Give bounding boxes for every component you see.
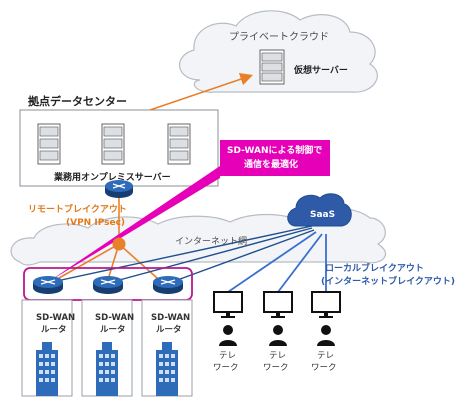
internet-label: インターネット網 <box>175 237 248 247</box>
orange-hub-point <box>112 237 126 251</box>
datacenter-label: 拠点データセンター <box>28 95 127 108</box>
virtual-server-icon <box>259 49 285 85</box>
saas-to-router-3 <box>171 229 315 283</box>
remote-breakout-label: リモートブレイクアウト <box>28 205 127 215</box>
saas-label: SaaS <box>310 210 336 220</box>
router-label-3-line1: SD-WAN <box>151 313 191 323</box>
saas-to-telework-2 <box>277 233 323 293</box>
router-icon <box>105 180 133 198</box>
private-cloud-label: プライベートクラウド <box>229 32 329 43</box>
server-rack-icon <box>37 123 61 165</box>
local-breakout-sublabel: (インターネットブレイクアウト) <box>321 277 456 287</box>
router-label-1-line2: ルータ <box>41 325 67 335</box>
saas-to-router-1 <box>51 225 313 283</box>
server-rack-icon <box>101 123 125 165</box>
saas-to-telework-1 <box>227 231 317 293</box>
telework-label-1-line1: テレ <box>219 351 237 361</box>
telework-label-1-line2: ワーク <box>213 363 239 373</box>
person-icon <box>317 325 335 346</box>
monitor-icon <box>263 291 293 318</box>
local-breakout-label: ローカルブレイクアウト <box>325 264 424 274</box>
business-server-label: 業務用オンプレミスサーバー <box>54 173 171 183</box>
monitor-icon <box>311 291 341 318</box>
sdwan-callout-text-2: 通信を最適化 <box>244 160 299 170</box>
sdwan-callout <box>220 140 330 176</box>
person-icon <box>219 325 237 346</box>
telework-label-2-line1: テレ <box>269 351 287 361</box>
router-icon <box>33 276 63 294</box>
telework-label-2-line2: ワーク <box>263 363 289 373</box>
router-label-1-line1: SD-WAN <box>36 313 76 323</box>
person-icon <box>269 325 287 346</box>
saas-to-router-2 <box>111 227 313 283</box>
saas-cloud-shape <box>287 193 352 227</box>
router-icon <box>153 276 183 294</box>
router-label-2-line2: ルータ <box>100 325 126 335</box>
dc-to-cloud-arrow <box>149 73 254 111</box>
router-label-3-line2: ルータ <box>156 325 182 335</box>
router-icon <box>93 276 123 294</box>
sdwan-callout-text-1: SD-WANによる制御で <box>227 146 323 156</box>
monitor-icon <box>213 291 243 318</box>
office-building-icon <box>156 342 178 396</box>
office-building-icon <box>96 342 118 396</box>
office-building-icon <box>36 342 58 396</box>
server-rack-icon <box>167 123 191 165</box>
virtual-server-label: 仮想サーバー <box>294 66 348 76</box>
remote-breakout-sublabel: (VPN IPsec) <box>66 218 126 228</box>
telework-label-3-line2: ワーク <box>311 363 337 373</box>
router-label-2-line1: SD-WAN <box>95 313 135 323</box>
telework-label-3-line1: テレ <box>317 351 335 361</box>
sdwan-callout-pointer <box>48 166 220 282</box>
